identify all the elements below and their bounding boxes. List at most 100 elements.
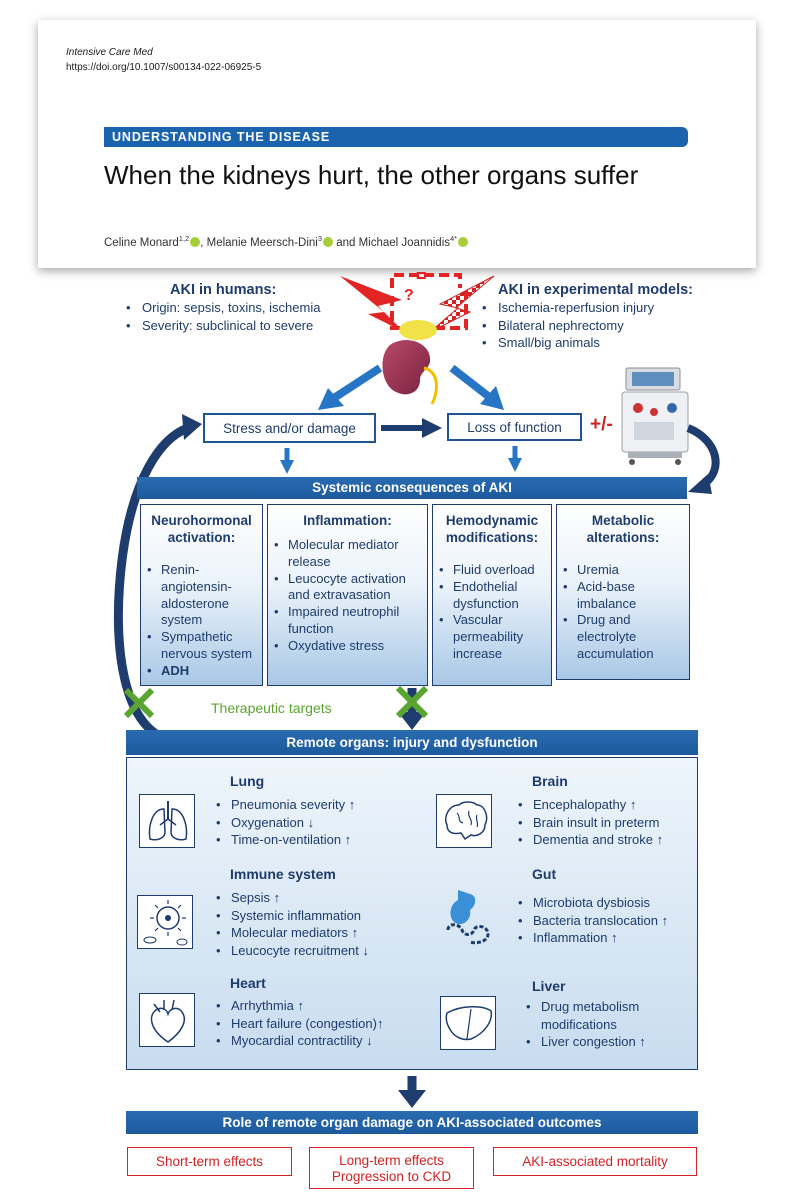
- metabolic-box: Metabolic alterations: Uremia Acid-base …: [556, 504, 690, 680]
- remote-organs-band: Remote organs: injury and dysfunction: [126, 730, 698, 755]
- lung-effects-list: Pneumonia severity ↑ Oxygenation ↓ Time-…: [216, 796, 355, 849]
- list-item: Oxydative stress: [271, 638, 427, 655]
- author-separator: ,: [200, 236, 207, 249]
- therapeutic-targets-label: Therapeutic targets: [211, 700, 332, 716]
- list-item: Encephalopathy ↑: [518, 796, 663, 814]
- list-item: Impaired neutrophil function: [271, 604, 427, 638]
- list-item: Ischemia-reperfusion injury: [478, 299, 654, 317]
- brain-icon: [436, 794, 492, 848]
- list-item: Vascular permeability increase: [436, 612, 551, 662]
- list-item: Endothelial dysfunction: [436, 579, 551, 613]
- stress-damage-box: Stress and/or damage: [203, 413, 376, 443]
- aki-humans-list: Origin: sepsis, toxins, ischemia Severit…: [122, 299, 320, 334]
- author-list: Celine Monard1,2, Melanie Meersch-Dini3 …: [104, 234, 469, 249]
- list-item: ADH: [144, 663, 262, 680]
- author-affiliation: 3: [317, 234, 323, 243]
- author-name[interactable]: Michael Joannidis: [358, 236, 451, 249]
- split-arrows: [318, 364, 504, 410]
- orcid-icon[interactable]: [458, 236, 469, 247]
- orcid-icon[interactable]: [190, 236, 201, 247]
- heart-effects-list: Arrhythmia ↑ Heart failure (congestion)↑…: [216, 997, 383, 1050]
- list-item: Dementia and stroke ↑: [518, 831, 663, 849]
- organ-title-heart: Heart: [230, 975, 266, 991]
- inflammation-box: Inflammation: Molecular mediator release…: [267, 504, 428, 686]
- list-item: Leucocyte activation and extravasation: [271, 571, 427, 605]
- stomach-icon: [440, 886, 496, 945]
- ckd-label: Progression to CKD: [331, 1169, 452, 1184]
- list-item: Time-on-ventilation ↑: [216, 831, 355, 849]
- author-separator: and: [333, 236, 359, 249]
- organ-title-brain: Brain: [532, 773, 568, 789]
- lung-icon: [139, 794, 195, 848]
- section-banner: UNDERSTANDING THE DISEASE: [104, 127, 688, 147]
- plus-minus-label: +/-: [590, 414, 613, 435]
- list-item: Inflammation ↑: [518, 929, 668, 947]
- immune-cells-icon: [137, 895, 193, 949]
- doi-link[interactable]: https://doi.org/10.1007/s00134-022-06925…: [66, 62, 262, 73]
- list-item: Pneumonia severity ↑: [216, 796, 355, 814]
- green-cross-icon: [395, 685, 429, 719]
- list-item: Sympathetic nervous system: [144, 629, 262, 663]
- kidney-icon: [382, 320, 438, 405]
- list-item: Bilateral nephrectomy: [478, 317, 654, 335]
- orcid-icon[interactable]: [323, 236, 334, 247]
- short-term-effects-box: Short-term effects: [127, 1147, 292, 1176]
- category-title: Inflammation:: [303, 513, 392, 528]
- organ-title-lung: Lung: [230, 773, 265, 789]
- compare-symbol: =: [416, 266, 427, 286]
- gut-effects-list: Microbiota dysbiosis Bacteria translocat…: [518, 894, 668, 947]
- list-item: Drug and electrolyte accumulation: [560, 612, 689, 662]
- brain-effects-list: Encephalopathy ↑ Brain insult in preterm…: [518, 796, 663, 849]
- list-item: Molecular mediators ↑: [216, 924, 369, 942]
- list-item: Small/big animals: [478, 334, 654, 352]
- long-term-label: Long-term effects: [339, 1153, 444, 1168]
- list-item: Fluid overload: [436, 562, 551, 579]
- list-item: Renin-angiotensin-aldosterone system: [144, 562, 262, 629]
- author-name[interactable]: Melanie Meersch-Dini: [206, 236, 318, 249]
- role-outcomes-band: Role of remote organ damage on AKI-assoc…: [126, 1111, 698, 1134]
- aki-humans-title: AKI in humans:: [170, 282, 277, 298]
- organ-title-immune: Immune system: [230, 866, 336, 882]
- dialysis-machine-icon: [621, 367, 689, 465]
- article-title: When the kidneys hurt, the other organs …: [104, 160, 639, 190]
- list-item: Oxygenation ↓: [216, 814, 355, 832]
- long-term-effects-box: Long-term effects Progression to CKD: [309, 1147, 474, 1189]
- aki-experimental-list: Ischemia-reperfusion injury Bilateral ne…: [478, 299, 654, 352]
- question-mark: ?: [404, 287, 414, 304]
- mortality-box: AKI-associated mortality: [493, 1147, 697, 1176]
- liver-effects-list: Drug metabolism modifications Liver cong…: [526, 998, 656, 1051]
- list-item: Systemic inflammation: [216, 907, 369, 925]
- category-title: Hemodynamic modifications:: [445, 513, 539, 545]
- heart-icon: [139, 993, 195, 1047]
- list-item: Arrhythmia ↑: [216, 997, 383, 1015]
- list-item: Acid-base imbalance: [560, 579, 689, 613]
- hemodynamic-box: Hemodynamic modifications: Fluid overloa…: [432, 504, 552, 686]
- list-item: Heart failure (congestion)↑: [216, 1015, 383, 1033]
- list-item: Sepsis ↑: [216, 889, 369, 907]
- list-item: Bacteria translocation ↑: [518, 912, 668, 930]
- immune-effects-list: Sepsis ↑ Systemic inflammation Molecular…: [216, 889, 369, 959]
- list-item: Uremia: [560, 562, 689, 579]
- author-affiliation: 1,2: [178, 234, 190, 243]
- systemic-consequences-band: Systemic consequences of AKI: [137, 477, 687, 499]
- author-affiliation: 4*: [450, 234, 458, 243]
- organ-title-gut: Gut: [532, 866, 557, 882]
- list-item: Myocardial contractility ↓: [216, 1032, 383, 1050]
- green-cross-icon: [123, 687, 155, 719]
- list-item: Origin: sepsis, toxins, ischemia: [122, 299, 320, 317]
- lightning-bolt-icon: [340, 276, 404, 332]
- list-item: Leucocyte recruitment ↓: [216, 942, 369, 960]
- organ-title-liver: Liver: [532, 978, 566, 994]
- list-item: Drug metabolism modifications: [526, 998, 656, 1033]
- liver-icon: [440, 996, 496, 1050]
- author-name[interactable]: Celine Monard: [104, 236, 179, 249]
- list-item: Severity: subclinical to severe: [122, 317, 320, 335]
- list-item: Liver congestion ↑: [526, 1033, 656, 1051]
- category-title: Neurohormonal activation:: [151, 513, 252, 545]
- loss-function-box: Loss of function: [447, 413, 582, 441]
- category-title: Metabolic alterations:: [586, 513, 660, 545]
- aki-experimental-title: AKI in experimental models:: [498, 282, 693, 298]
- neurohormonal-box: Neurohormonal activation: Renin-angioten…: [140, 504, 263, 686]
- journal-name: Intensive Care Med: [66, 47, 153, 58]
- list-item: Molecular mediator release: [271, 537, 427, 571]
